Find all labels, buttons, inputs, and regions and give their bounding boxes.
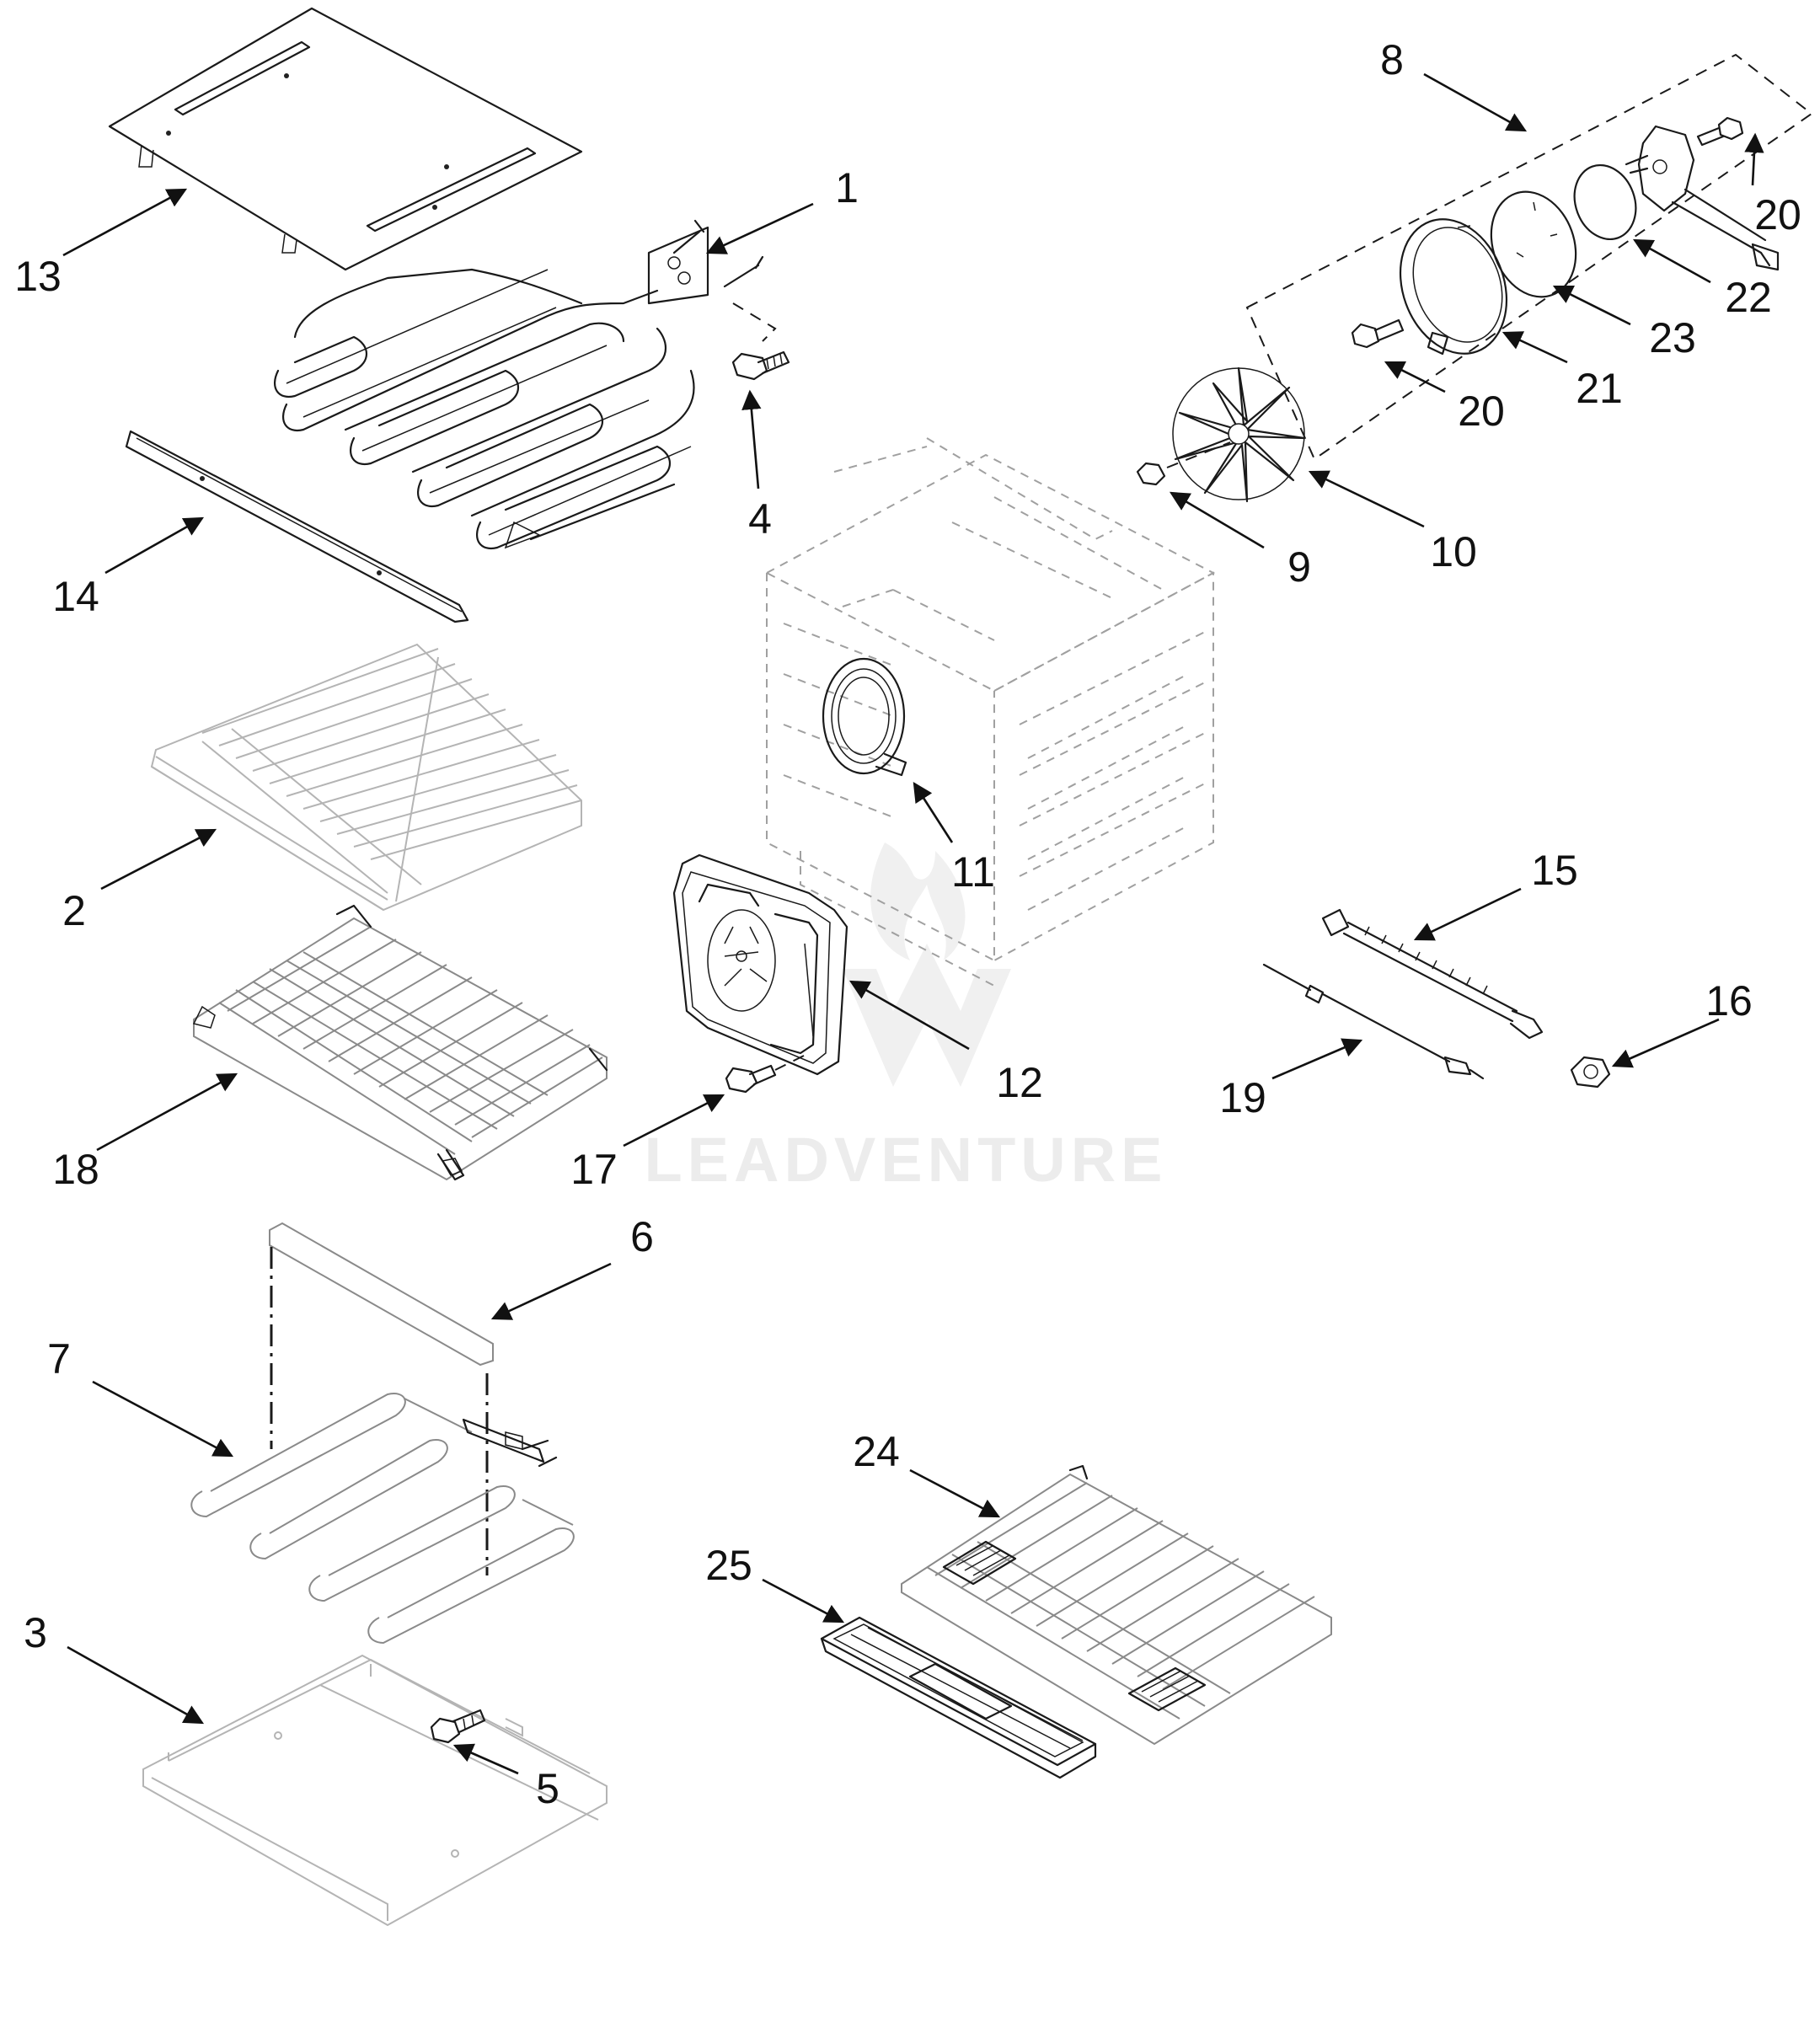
- arrow-12: [848, 980, 970, 1051]
- callout-3: 3: [24, 1609, 47, 1656]
- arrow-23: [1552, 285, 1631, 326]
- callout-14: 14: [52, 573, 99, 620]
- part-23-fan-shroud: [1490, 190, 1577, 298]
- part-24-broiler-grid: [901, 1464, 1332, 1746]
- part-5-screw: [430, 1709, 486, 1744]
- part-25-broiler-pan: [820, 1616, 1097, 1779]
- callout-24: 24: [853, 1428, 900, 1475]
- part-17-screw: [725, 1052, 810, 1094]
- part-4-screw: [731, 350, 790, 381]
- arrow-7: [92, 1380, 234, 1458]
- part-3-bottom-panel: [142, 1654, 608, 1927]
- part-14-strip: [125, 430, 469, 623]
- arrow-5: [452, 1743, 519, 1775]
- part-15-sensor-tube: [1321, 908, 1544, 1040]
- part-10-fan-blade: [1172, 366, 1306, 503]
- arrow-25: [762, 1578, 845, 1623]
- callout-17: 17: [570, 1146, 618, 1193]
- callout-20-top: 20: [1754, 191, 1801, 238]
- part-6-shield: [269, 1222, 494, 1575]
- callout-21: 21: [1576, 365, 1623, 412]
- callout-15: 15: [1531, 847, 1578, 894]
- part-7-bake-element: [190, 1393, 575, 1645]
- callout-8: 8: [1380, 36, 1404, 83]
- part-1-broil-element: [273, 219, 777, 550]
- callout-6: 6: [630, 1213, 654, 1260]
- arrow-10: [1308, 470, 1425, 528]
- part-19-probe: [1262, 963, 1485, 1080]
- watermark-text: LEADVENTURE: [644, 1125, 1167, 1195]
- callout-4: 4: [748, 495, 772, 543]
- part-16-nut: [1570, 1056, 1611, 1089]
- callout-18: 18: [52, 1146, 99, 1193]
- part-8-fan-assembly-box: [1245, 53, 1813, 461]
- part-18-extension-rack: [192, 904, 608, 1181]
- callout-arrows: [62, 72, 1764, 1775]
- arrow-2: [100, 828, 217, 891]
- arrow-22: [1632, 238, 1711, 284]
- arrow-9: [1169, 491, 1265, 549]
- arrow-21: [1502, 331, 1568, 364]
- callout-12: 12: [996, 1059, 1043, 1106]
- arrow-24: [909, 1468, 1001, 1518]
- callout-23: 23: [1649, 314, 1696, 361]
- arrow-17: [623, 1094, 725, 1147]
- arrow-16: [1611, 1018, 1720, 1068]
- arrow-4: [741, 389, 762, 489]
- arrow-11: [913, 782, 954, 843]
- part-22-fan-motor: [1573, 125, 1780, 271]
- arrow-20b: [1384, 361, 1446, 393]
- watermark: LEADVENTURE: [644, 842, 1167, 1195]
- callout-25: 25: [705, 1542, 752, 1589]
- part-9-nut: [1136, 441, 1231, 486]
- callout-20-lower: 20: [1458, 388, 1505, 435]
- part-2-oven-rack: [150, 643, 582, 912]
- arrow-13: [62, 188, 188, 257]
- arrow-3: [67, 1645, 205, 1725]
- part-20-screw-top: [1696, 116, 1744, 147]
- callout-16: 16: [1705, 977, 1753, 1024]
- callout-5: 5: [536, 1765, 559, 1812]
- oven-cavity: [764, 437, 1216, 987]
- callout-11: 11: [951, 848, 995, 896]
- callout-22: 22: [1725, 274, 1772, 321]
- callout-2: 2: [62, 887, 86, 934]
- arrow-6: [490, 1262, 612, 1320]
- arrow-1: [705, 202, 814, 254]
- callout-1: 1: [835, 164, 859, 211]
- arrow-14: [104, 516, 205, 575]
- part-13-top-panel: [108, 7, 583, 271]
- arrow-19: [1271, 1038, 1363, 1080]
- callout-10: 10: [1430, 528, 1477, 575]
- arrow-15: [1413, 887, 1522, 941]
- callout-9: 9: [1287, 543, 1311, 591]
- part-21-fan-mount: [1399, 218, 1508, 356]
- callout-labels: 1 2 3 4 5 6 7 8 9 10 11 12 13 14 15 16 1…: [14, 36, 1801, 1812]
- arrow-20a: [1744, 132, 1764, 186]
- part-20-screw-lower: [1351, 318, 1405, 349]
- callout-7: 7: [47, 1335, 71, 1383]
- part-12-convection-cover: [672, 853, 848, 1076]
- arrow-18: [96, 1073, 238, 1152]
- callout-13: 13: [14, 253, 62, 300]
- part-11-convection-element: [822, 657, 907, 777]
- arrow-8: [1423, 72, 1528, 132]
- callout-19: 19: [1219, 1074, 1266, 1121]
